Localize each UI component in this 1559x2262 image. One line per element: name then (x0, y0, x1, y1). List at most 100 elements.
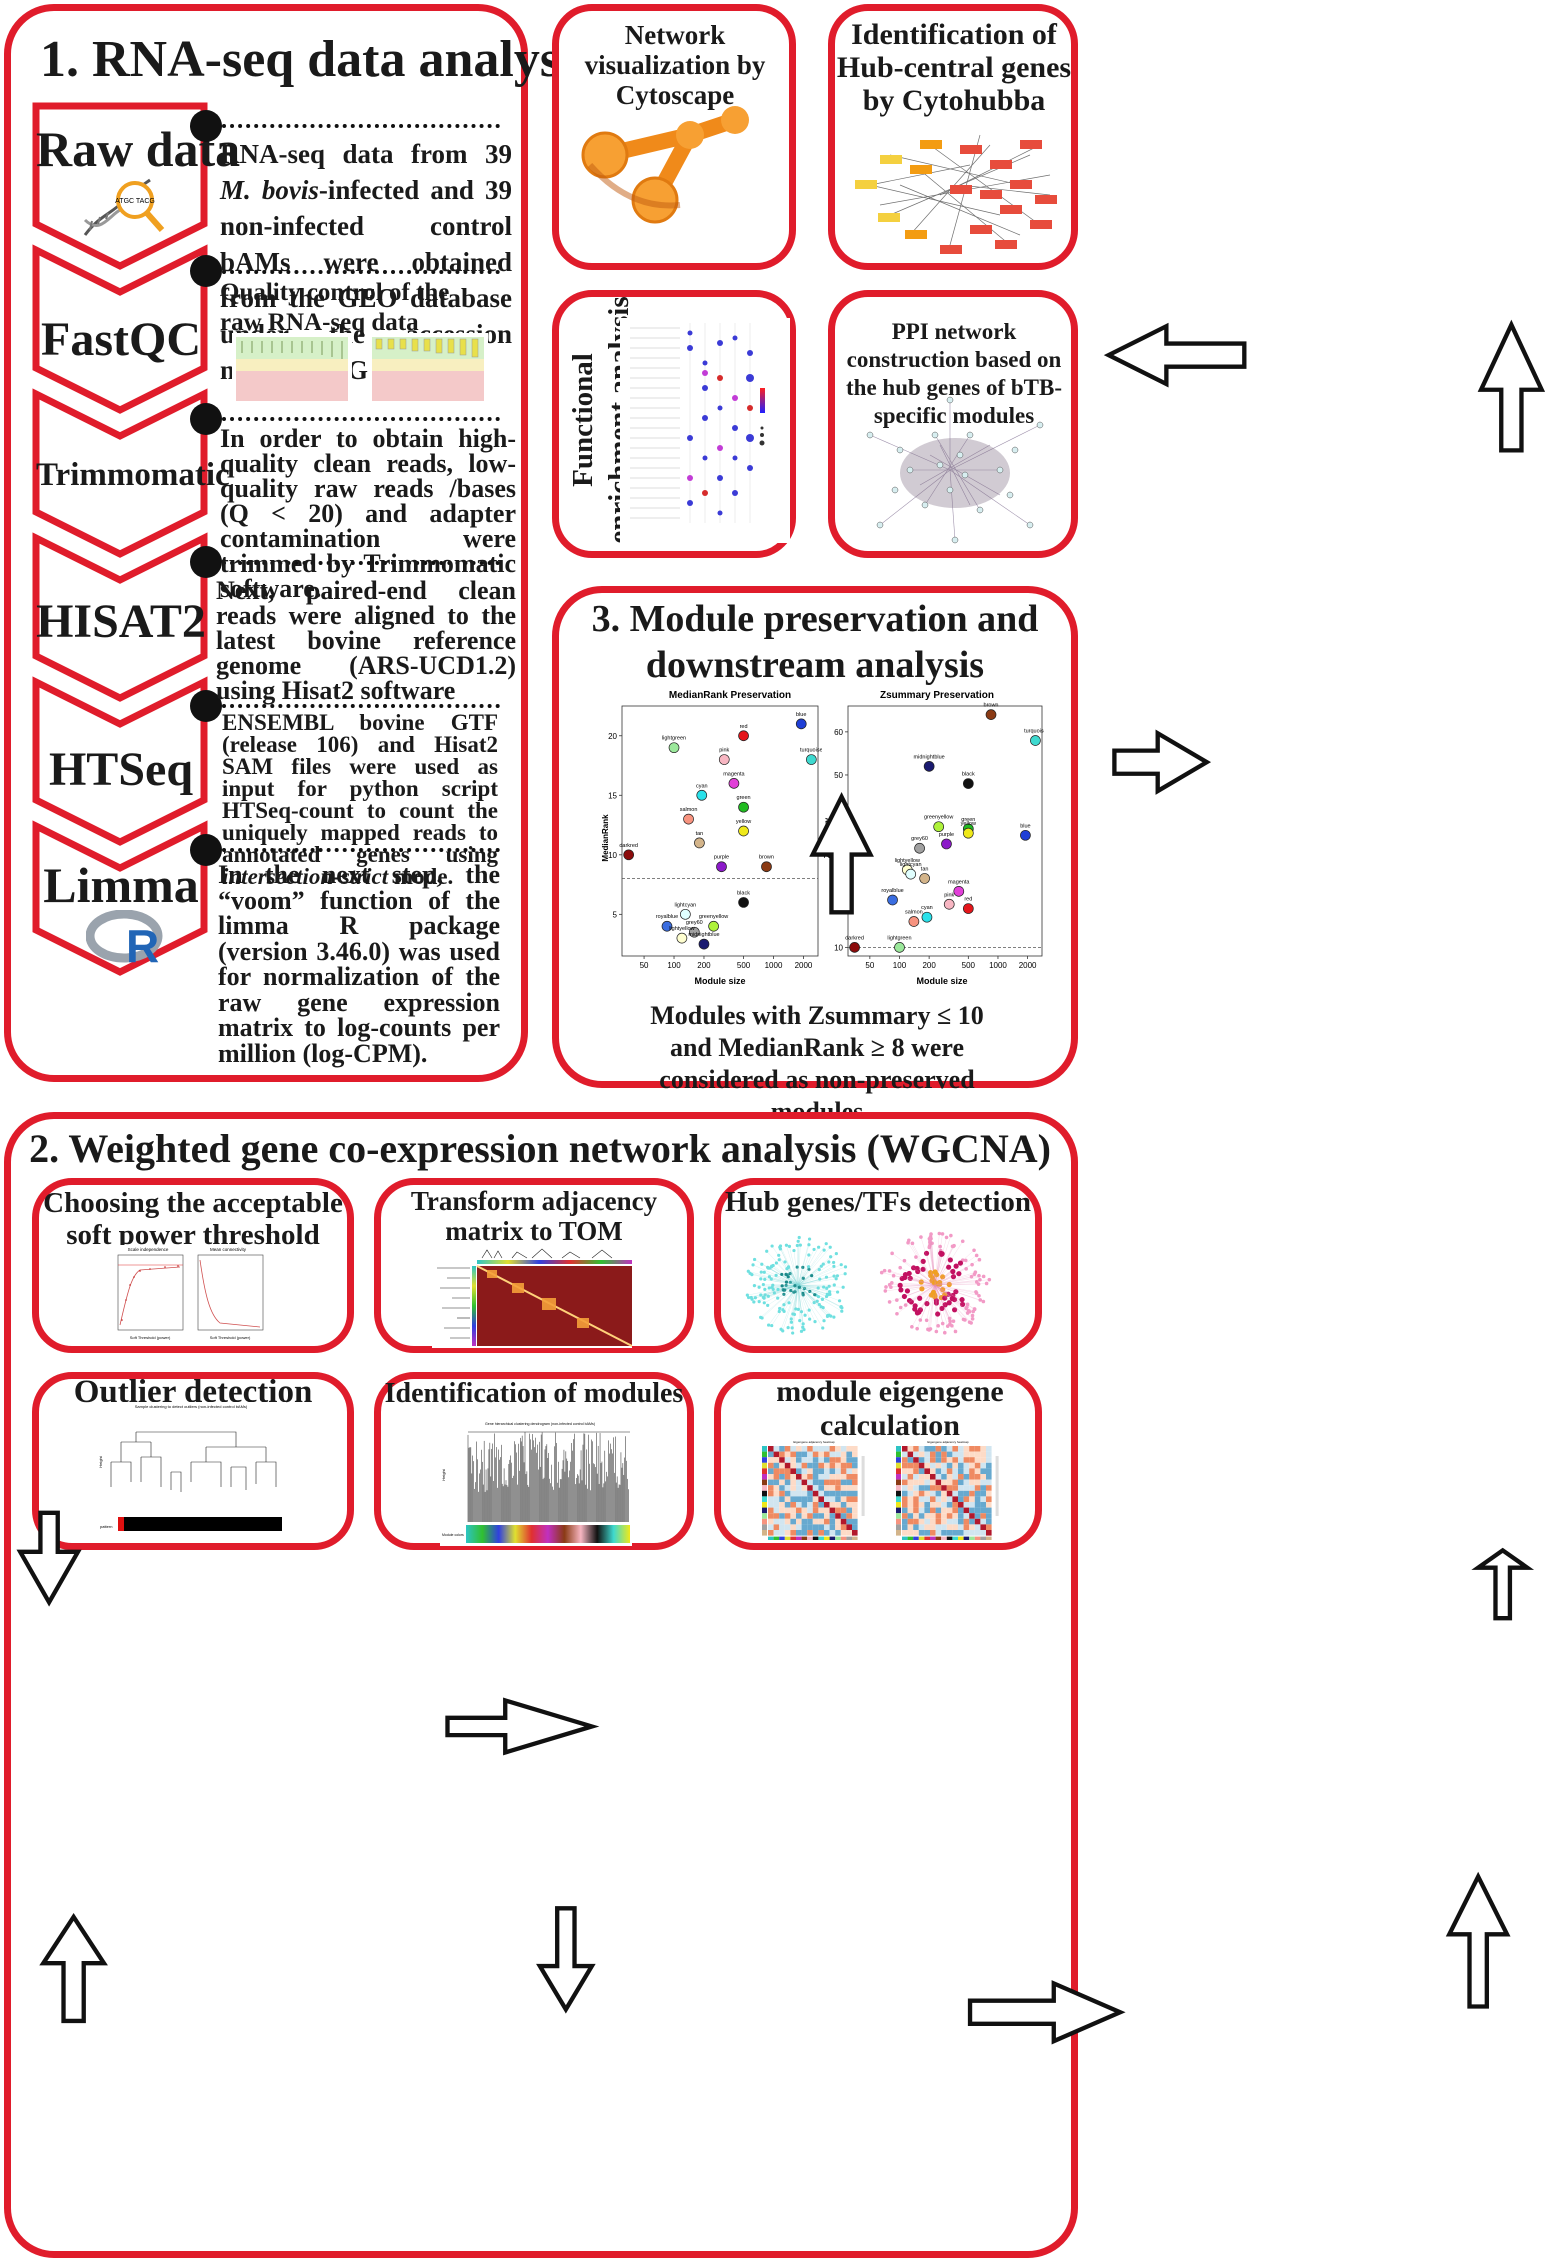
arrow-down-section1-to-2 (16, 1510, 82, 1607)
eigengene-cell (824, 1446, 830, 1452)
eigengene-cell (941, 1468, 947, 1474)
eigengene-cell (829, 1524, 836, 1530)
eigengene-cell (768, 1530, 774, 1536)
network-node (882, 1268, 887, 1273)
eigengene-cell (790, 1485, 796, 1491)
eigengene-col-color (790, 1536, 796, 1540)
eigengene-cell (952, 1446, 958, 1452)
network-edge (934, 1254, 942, 1286)
module-label-midnightblue: midnightblue (688, 932, 719, 938)
eigengene-cell (974, 1518, 981, 1525)
eigengene-cell (986, 1485, 992, 1491)
network-node (753, 1296, 757, 1300)
eigengene-row-color (762, 1446, 767, 1452)
network-node (782, 1288, 786, 1292)
eigengene-cell (796, 1524, 802, 1530)
eigengene-cell (846, 1485, 852, 1491)
step-chevrons (32, 102, 208, 976)
network-node (828, 1245, 832, 1249)
eigengene-cell (818, 1496, 824, 1502)
eigengene-cell (986, 1457, 992, 1463)
network-edge (786, 1245, 799, 1286)
eigengene-cell (986, 1530, 992, 1536)
eigengene-col-color (840, 1536, 847, 1540)
network-node (934, 1329, 939, 1334)
module-point-red (962, 903, 974, 914)
network-edge (797, 1284, 830, 1292)
eigengene-cell (963, 1524, 970, 1530)
network-edge (934, 1276, 984, 1286)
network-edge (934, 1284, 952, 1326)
network-node (812, 1301, 816, 1305)
network-edge (789, 1246, 799, 1286)
pattern-label: pattern (100, 1524, 112, 1529)
network-node (825, 1286, 829, 1290)
module-label-pink: pink (719, 748, 729, 754)
network-edge (934, 1284, 956, 1332)
network-node (949, 1233, 953, 1238)
network-node (778, 1306, 782, 1311)
network-edge (797, 1284, 800, 1321)
eigengene-cell (907, 1490, 914, 1497)
network-edge (747, 1284, 799, 1296)
eigengene-cell (840, 1479, 847, 1486)
network-edge (752, 1264, 799, 1286)
network-node (798, 1243, 802, 1247)
network-node (951, 1244, 956, 1249)
network-node (949, 1296, 955, 1302)
eigengene-cell (773, 1507, 780, 1514)
network-node (792, 1248, 796, 1253)
network-node (767, 1275, 772, 1279)
eigengene-cell (958, 1524, 964, 1530)
eigengene-row-color (896, 1518, 901, 1525)
eigengene-cell (784, 1502, 791, 1508)
eigengene-cell (824, 1518, 830, 1525)
tom-title: Transform adjacency matrix to TOM (410, 1186, 658, 1246)
eigengene-col-color (918, 1536, 925, 1540)
eigengene-cell (796, 1530, 802, 1536)
eigengene-cell (980, 1462, 986, 1469)
arrow-up-eigengene-to-hub (1445, 1871, 1511, 2009)
module-label-magenta: magenta (948, 879, 970, 885)
module-point-grey60 (914, 842, 925, 854)
module-point-lightgreen (894, 942, 905, 953)
network-node (963, 1318, 967, 1322)
eigengene-cell (790, 1524, 796, 1530)
network-node (780, 1284, 784, 1288)
eigengene-cell (807, 1496, 813, 1502)
eigengene-cell (952, 1474, 958, 1480)
eigengene-cell (969, 1502, 975, 1508)
eigengene-cell (930, 1485, 936, 1491)
network-node (757, 1285, 761, 1289)
x-tick-label: 2000 (795, 961, 813, 970)
eigengene-cell (952, 1513, 958, 1519)
network-node (950, 1323, 954, 1328)
eigengene-scale (995, 1456, 999, 1516)
eigengene-cell (796, 1502, 802, 1508)
eigengene-cell (980, 1518, 986, 1525)
eigengene-cell (779, 1457, 785, 1463)
network-node (786, 1326, 790, 1330)
eigengene-cell (946, 1496, 953, 1502)
eigengene-cell (969, 1457, 975, 1463)
eigengene-cell (801, 1479, 808, 1486)
arrow-right-modules-to-eigengene (967, 1980, 1126, 2045)
module-label-black: black (737, 890, 750, 896)
arrow-up-outlier-to-softpower (39, 1913, 108, 2024)
module-point-midnightblue (698, 938, 710, 950)
eigengene-cell (924, 1451, 930, 1458)
network-node (784, 1280, 789, 1284)
module-label-lightcyan: lightcyan (900, 862, 922, 868)
eigengene-cell (801, 1502, 808, 1508)
network-edge (793, 1250, 799, 1286)
eigengene-cell (907, 1462, 914, 1469)
eigengene-cell (796, 1462, 802, 1469)
module-point-lightyellow (676, 932, 688, 944)
eigengene-cell (812, 1518, 819, 1525)
eigengene-cell (768, 1518, 774, 1525)
network-node (757, 1300, 761, 1304)
network-node (836, 1290, 840, 1294)
eigengene-cell (918, 1462, 925, 1469)
eigengene-cell (790, 1446, 796, 1452)
network-node (891, 1273, 896, 1278)
